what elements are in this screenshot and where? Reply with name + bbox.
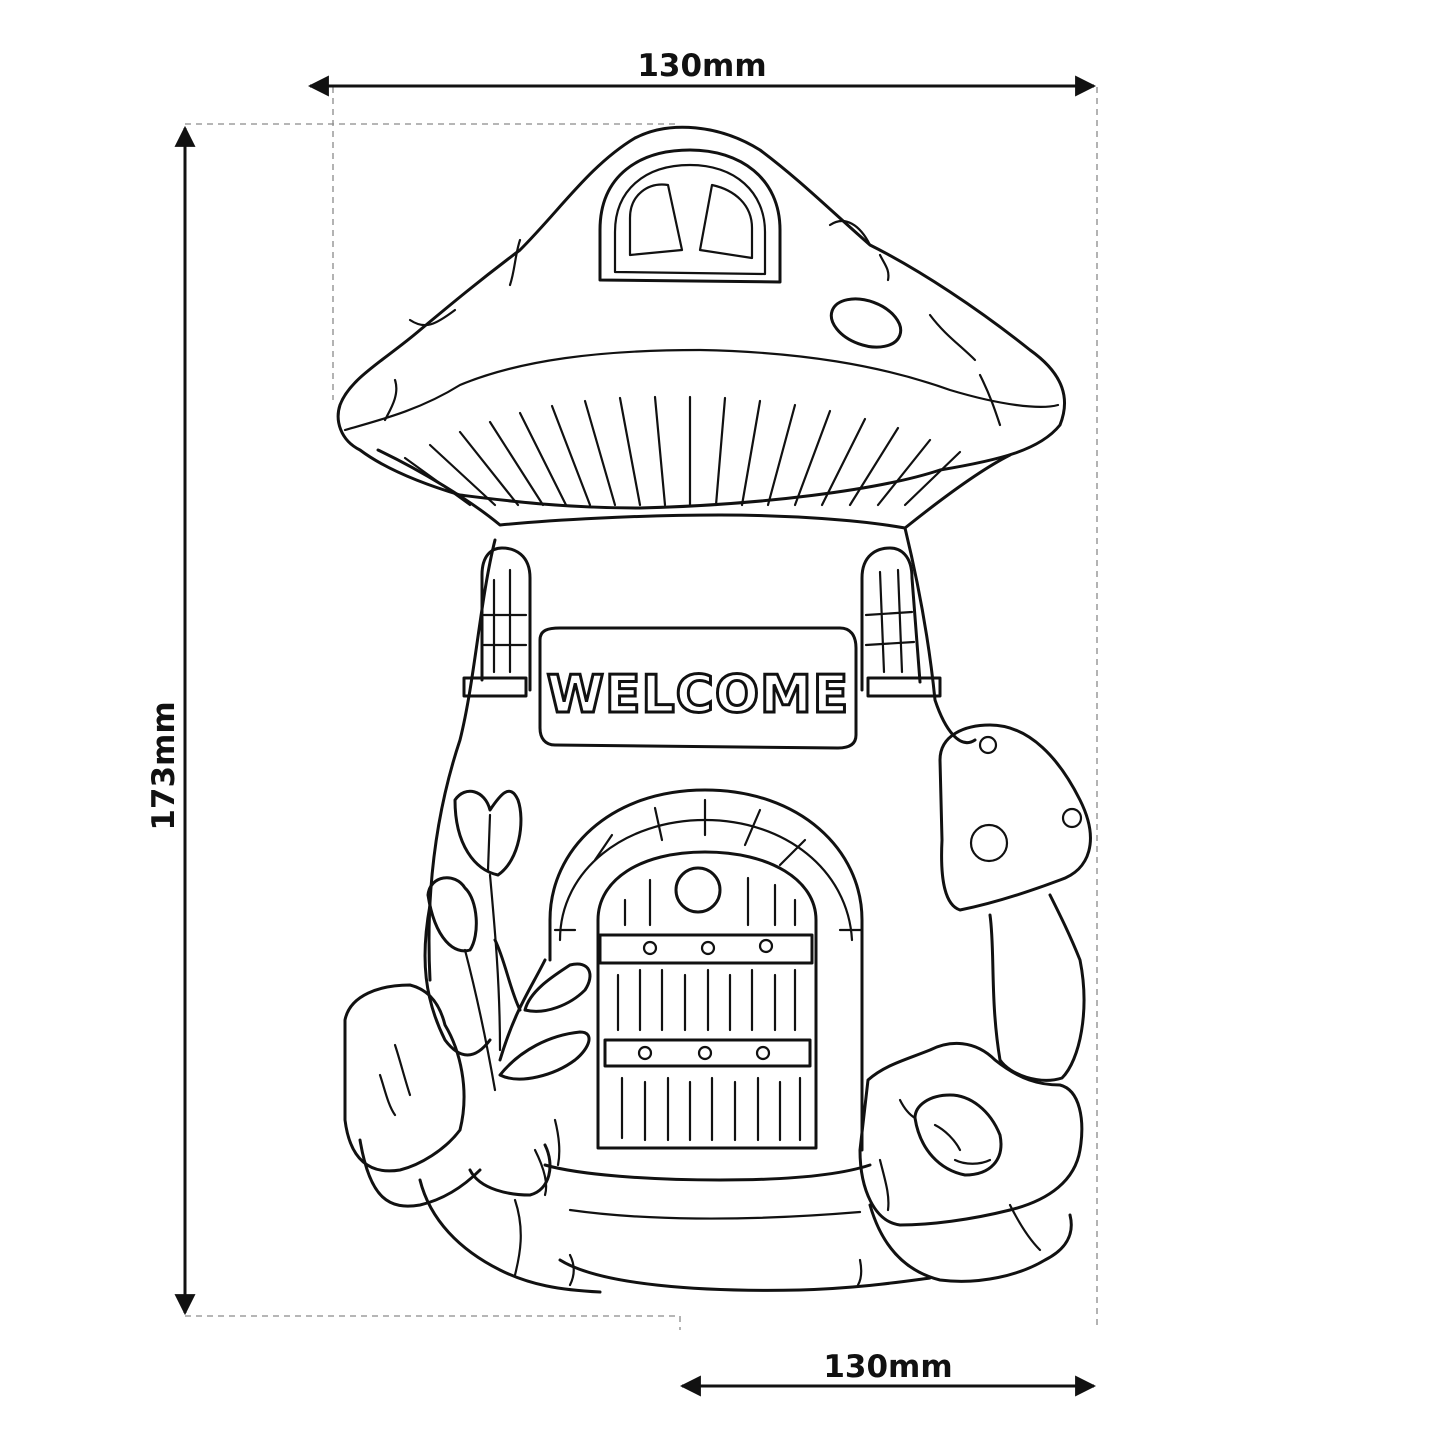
left-window — [462, 546, 532, 698]
cap-spot — [829, 297, 903, 349]
upper-hinge-band — [598, 933, 814, 965]
dimension-guides — [185, 87, 1098, 1330]
door-planks — [616, 968, 797, 1032]
top-width-label: 130mm — [637, 48, 766, 84]
mushroom-cap — [336, 125, 1067, 530]
mushroom-house-icon: WELCOME — [336, 125, 1092, 1294]
bottom-width-dimension: 130mm — [679, 1349, 1097, 1397]
welcome-text: WELCOME — [547, 665, 850, 725]
height-label: 173mm — [146, 701, 182, 830]
cap-gills — [403, 395, 962, 507]
base-ground — [543, 1163, 932, 1292]
front-door — [548, 788, 864, 1152]
door-lower-planks — [620, 1076, 802, 1142]
welcome-sign: WELCOME — [538, 626, 858, 750]
top-width-dimension: 130mm — [307, 48, 1097, 97]
tulip-plant — [423, 789, 592, 1092]
height-dimension: 173mm — [146, 125, 196, 1316]
small-mushroom — [938, 723, 1092, 1082]
lower-hinge-band — [603, 1038, 812, 1068]
right-window — [860, 546, 942, 698]
cap-window — [598, 148, 782, 284]
left-rocks — [343, 983, 602, 1294]
bottom-width-label: 130mm — [823, 1349, 952, 1385]
right-rocks — [858, 1041, 1084, 1283]
door-peephole — [674, 866, 722, 914]
